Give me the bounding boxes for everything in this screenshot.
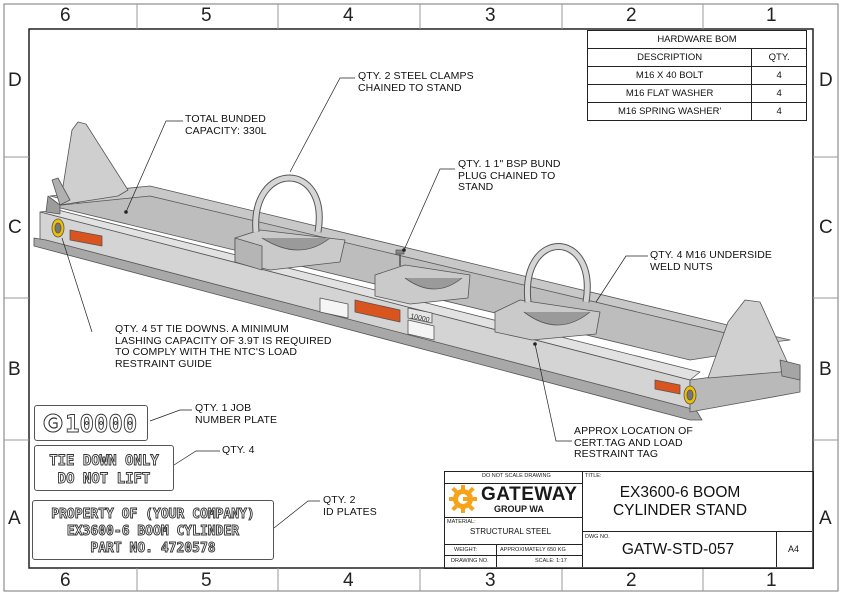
- zone-left-d: D: [8, 70, 22, 91]
- zone-top-6: 6: [60, 5, 71, 26]
- drawing-title-line: CYLINDER STAND: [612, 502, 748, 519]
- callout-line: LASHING CAPACITY OF 3.9T IS REQUIRED: [115, 334, 332, 347]
- callout-line: NUMBER PLATE: [195, 413, 278, 426]
- zone-bottom-1: 1: [766, 570, 777, 591]
- callout-line: RESTRAINT TAG: [574, 448, 659, 460]
- tie-down-plate-art: TIE DOWN ONLY DO NOT LIFT: [49, 453, 160, 488]
- callout-line: WELD NUTS: [650, 260, 713, 273]
- gateway-gear-logo-icon: [449, 485, 477, 513]
- job-number: 10000: [65, 410, 137, 438]
- id-plate-line-1: PROPERTY OF (YOUR COMPANY): [51, 507, 255, 522]
- zone-left-a: A: [8, 508, 21, 529]
- drawing-title-line: EX3600-6 BOOM: [619, 484, 741, 501]
- logo-word: GATEWAY: [481, 484, 578, 505]
- bom-description: M16 SPRING WASHER': [586, 102, 753, 121]
- id-plate-line-2: EX3600-6 BOOM CYLINDER: [67, 524, 239, 539]
- callout-tie-label: QTY. 4: [222, 444, 255, 457]
- tb-drawing-no-label: DRAWING NO.: [451, 558, 489, 564]
- zone-bottom-5: 5: [201, 570, 212, 591]
- zone-left-b: B: [8, 359, 21, 380]
- tb-line: [776, 531, 777, 567]
- id-plate-line-3: PART NO. 4720578: [90, 541, 215, 556]
- zone-top-2: 2: [626, 5, 637, 26]
- sheet-size: A4: [788, 544, 800, 554]
- tb-dwg-no-label: DWG NO.: [585, 534, 610, 540]
- zone-right-d: D: [819, 70, 833, 91]
- zone-top-4: 4: [343, 5, 354, 26]
- hardware-bom-table: HARDWARE BOM DESCRIPTION QTY. M16 X 40 B…: [586, 30, 807, 121]
- callout-line: QTY. 4: [222, 444, 255, 456]
- tie-down-plate: TIE DOWN ONLY DO NOT LIFT: [34, 445, 174, 491]
- tb-do-not-scale-cell: [444, 471, 583, 484]
- callout-line: ID PLATES: [323, 505, 377, 518]
- job-number-plate-art: 10000: [43, 410, 138, 438]
- zone-bottom-2: 2: [626, 570, 637, 591]
- callout-line: QTY. 1 1" BSP BUND: [458, 158, 561, 170]
- callout-tie-downs: QTY. 4 5T TIE DOWNS. A MINIMUM LASHING C…: [115, 323, 332, 370]
- tb-material: STRUCTURAL STEEL: [470, 527, 552, 536]
- callout-line: TO COMPLY WITH THE NTC'S LOAD: [115, 346, 298, 358]
- beam-number-tag: 10000: [410, 313, 431, 324]
- tb-divider: [582, 471, 583, 567]
- callout-weld-nuts: QTY. 4 M16 UNDERSIDE WELD NUTS: [650, 249, 773, 273]
- zone-top-3: 3: [485, 5, 496, 26]
- callout-job-plate: QTY. 1 JOB NUMBER PLATE: [195, 402, 278, 426]
- tb-title-label: TITLE:: [585, 473, 602, 479]
- tb-line: [444, 517, 582, 518]
- callout-bund-plug: QTY. 1 1" BSP BUND PLUG CHAINED TO STAND: [458, 158, 561, 194]
- callout-line: APPROX LOCATION OF: [574, 425, 693, 437]
- zone-left-c: C: [8, 217, 22, 238]
- tb-material-label: MATERIAL:: [447, 519, 476, 525]
- logo-sub: GROUP WA: [494, 504, 544, 514]
- tb-weight: APPROXIMATELY 650 KG: [500, 547, 566, 553]
- callout-line: QTY. 4 5T TIE DOWNS. A MINIMUM: [115, 323, 289, 335]
- tb-weight-label: WEIGHT:: [454, 547, 477, 553]
- zone-bottom-4: 4: [343, 570, 354, 591]
- callout-line: STAND: [458, 181, 494, 193]
- zone-top-5: 5: [201, 5, 212, 26]
- id-plate: PROPERTY OF (YOUR COMPANY) EX3600-6 BOOM…: [32, 500, 274, 560]
- tb-line: [444, 555, 582, 556]
- drawing-title: EX3600-6 BOOM CYLINDER STAND: [582, 484, 778, 520]
- zone-right-c: C: [819, 217, 833, 238]
- bom-row: M16 SPRING WASHER'4: [586, 102, 807, 121]
- callout-line: QTY. 2 STEEL CLAMPS: [358, 70, 474, 82]
- callout-line: PLUG CHAINED TO: [458, 169, 556, 182]
- callout-line: QTY. 1 JOB: [195, 402, 252, 414]
- callout-clamps: QTY. 2 STEEL CLAMPS CHAINED TO STAND: [358, 70, 474, 94]
- tb-do-not-scale: DO NOT SCALE DRAWING: [482, 473, 551, 479]
- callout-line: QTY. 4 M16 UNDERSIDE: [650, 249, 773, 261]
- tb-line: [582, 531, 812, 532]
- callout-line: QTY. 2: [323, 494, 356, 506]
- callout-line: CHAINED TO STAND: [358, 81, 462, 94]
- tie-down-line-1: TIE DOWN ONLY: [49, 453, 159, 469]
- zone-bottom-6: 6: [60, 570, 71, 591]
- callout-line: TOTAL BUNDED: [185, 113, 266, 125]
- tie-down-line-2: DO NOT LIFT: [58, 471, 151, 487]
- zone-right-b: B: [819, 359, 832, 380]
- job-number-plate: 10000: [34, 405, 148, 441]
- callout-id-plates: QTY. 2 ID PLATES: [323, 494, 377, 518]
- callout-cert-tag: APPROX LOCATION OF CERT.TAG AND LOAD RES…: [574, 425, 693, 461]
- dwg-number: GATW-STD-057: [621, 541, 735, 558]
- tb-line: [444, 544, 582, 545]
- tb-scale: SCALE: 1:17: [535, 558, 567, 564]
- bom-qty: 4: [751, 102, 807, 121]
- zone-bottom-3: 3: [485, 570, 496, 591]
- zone-top-1: 1: [766, 5, 777, 26]
- title-block: [444, 471, 814, 569]
- zone-right-a: A: [819, 508, 832, 529]
- callout-bunded-capacity: TOTAL BUNDED CAPACITY: 330L: [185, 113, 267, 137]
- callout-line: CERT.TAG AND LOAD: [574, 436, 683, 449]
- callout-line: CAPACITY: 330L: [185, 124, 267, 137]
- id-plate-art: PROPERTY OF (YOUR COMPANY) EX3600-6 BOOM…: [51, 507, 255, 557]
- callout-line: RESTRAINT GUIDE: [115, 357, 212, 370]
